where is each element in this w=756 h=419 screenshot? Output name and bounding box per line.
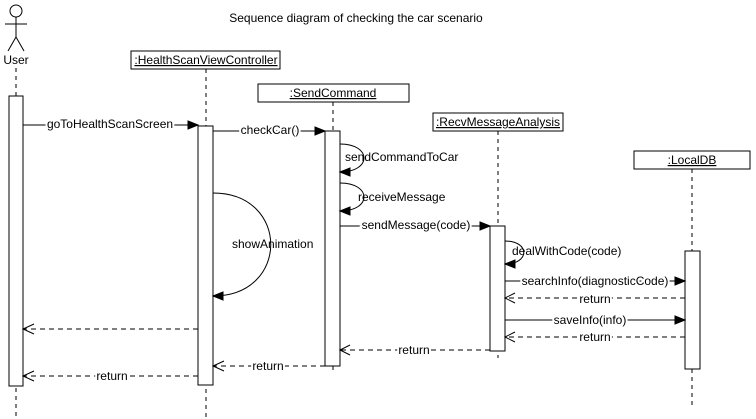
- user-activation: [8, 95, 24, 387]
- message-checkcar: checkCar(): [213, 121, 327, 139]
- recvmessage-activation: [489, 225, 506, 352]
- message-label: return: [398, 343, 429, 357]
- participant-healthscan: :HealthScanViewController: [130, 50, 281, 70]
- message-label: sendCommandToCar: [345, 150, 458, 164]
- diagram-title: Sequence diagram of checking the car sce…: [229, 11, 483, 25]
- message-showanimation: showAnimation: [211, 192, 313, 301]
- participant-label: :RecvMessageAnalysis: [436, 115, 560, 129]
- message-label: sendMessage(code): [362, 218, 471, 232]
- message-sendcommandtocar: sendCommandToCar: [338, 143, 458, 177]
- message-gotohealthscanscreen: goToHealthScanScreen: [23, 115, 200, 133]
- user-actor: User: [3, 4, 29, 67]
- message-sendmessage: sendMessage(code): [340, 216, 492, 234]
- message-label: saveInfo(info): [554, 313, 627, 327]
- message-dealwithcode: dealWithCode(code): [503, 240, 621, 269]
- message-return-send: return: [211, 357, 325, 375]
- message-return-animation: [21, 323, 198, 335]
- message-label: checkCar(): [241, 123, 300, 137]
- message-return-search: return: [503, 290, 685, 308]
- message-label: searchInfo(diagnosticCode): [522, 274, 669, 288]
- message-label: showAnimation: [232, 237, 313, 251]
- message-label: return: [579, 292, 610, 306]
- participant-localdb: :LocalDB: [633, 150, 751, 170]
- participant-label: :LocalDB: [668, 153, 717, 167]
- stick-figure-icon: [5, 4, 27, 52]
- participant-recvmessage: :RecvMessageAnalysis: [432, 112, 564, 132]
- healthscan-activation: [197, 125, 214, 386]
- participant-label: :SendCommand: [290, 86, 377, 100]
- message-label: dealWithCode(code): [512, 244, 621, 258]
- participant-label: :HealthScanViewController: [134, 53, 277, 67]
- message-saveinfo: saveInfo(info): [505, 311, 687, 329]
- message-return-save: return: [503, 328, 685, 346]
- localdb-activation: [684, 250, 701, 370]
- message-label: receiveMessage: [358, 190, 446, 204]
- user-label: User: [3, 53, 28, 67]
- participant-sendcommand: :SendCommand: [257, 83, 410, 103]
- message-return-final: return: [21, 367, 198, 385]
- message-label: return: [96, 369, 127, 383]
- message-label: return: [252, 359, 283, 373]
- message-receivemessage: receiveMessage: [338, 182, 446, 216]
- message-label: goToHealthScanScreen: [47, 117, 173, 131]
- message-return-recv: return: [338, 341, 490, 359]
- message-searchinfo: searchInfo(diagnosticCode): [505, 272, 687, 290]
- message-label: return: [579, 330, 610, 344]
- sendcommand-activation: [324, 130, 341, 367]
